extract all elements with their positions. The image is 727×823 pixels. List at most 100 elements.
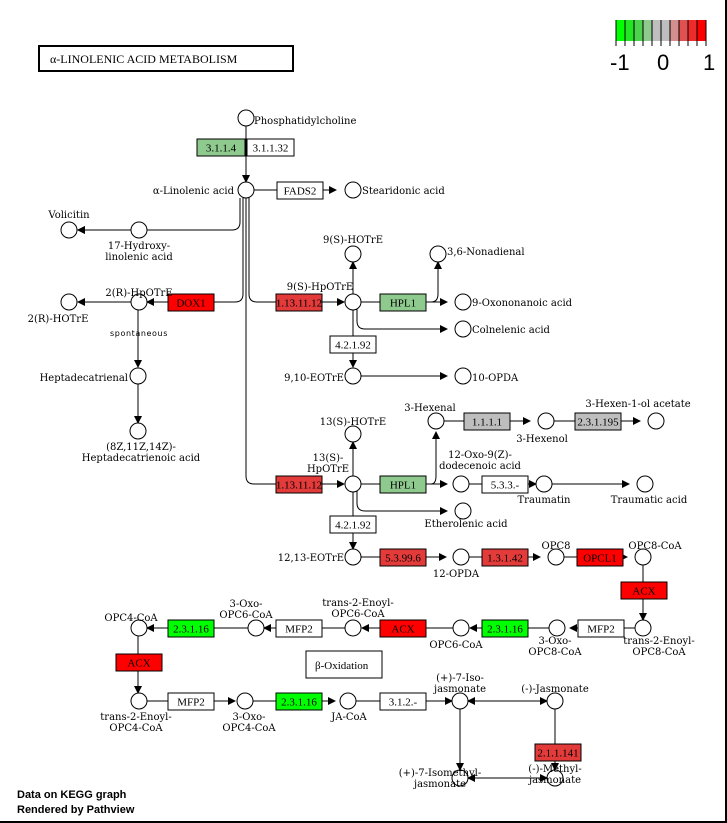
compound-10-opda[interactable]: 10-OPDA [454, 367, 519, 385]
gene-box-2-3-1-16-c[interactable]: 2.3.1.16 [167, 619, 215, 638]
compound-node-circle [130, 221, 148, 239]
gene-box-3-1-1-32[interactable]: 3.1.1.32 [246, 138, 295, 157]
compound-label: 17-Hydroxy- [108, 241, 170, 252]
gene-box-dox1[interactable]: DOX1 [167, 293, 215, 312]
gene-box-1-3-1-42[interactable]: 1.3.1.42 [481, 548, 529, 567]
compound-node-circle [60, 221, 78, 239]
compound-7-isomethyl-jasmonate[interactable]: (+)-7-Isomethyl-jasmonate [399, 768, 482, 790]
compound-trans-2-enoyl-opc6-coa[interactable]: trans-2-Enoyl-OPC6-CoA [322, 598, 394, 637]
compound-jasmonate[interactable]: (-)-Jasmonate [521, 684, 589, 710]
gene-box-fill [275, 619, 323, 638]
gene-box-fill [167, 692, 215, 711]
compound-2r-hpotre[interactable]: 2(R)-HpOTrE [105, 288, 173, 311]
compound-3-oxo-opc4-coa[interactable]: 3-Oxo-OPC4-CoA [222, 692, 276, 734]
compound-3-hexen-1-ol-acetate[interactable]: 3-Hexen-1-ol acetate [585, 399, 691, 430]
compound-opc6-coa[interactable]: OPC6-CoA [429, 619, 483, 651]
gene-label: MFP2 [587, 624, 615, 636]
compound-3-hexenol[interactable]: 3-Hexenol [516, 412, 568, 445]
compound-3-oxo-opc6-coa[interactable]: 3-Oxo-OPC6-CoA [219, 599, 273, 637]
compound-colnelenic-acid[interactable]: Colnelenic acid [454, 320, 551, 338]
compound-label: jasmonate [528, 775, 581, 786]
compound-trans-2-enoyl-opc4-coa[interactable]: trans-2-Enoyl-OPC4-CoA [100, 692, 172, 734]
compound-17-hydroxy-linolenic-acid[interactable]: 17-Hydroxy-linolenic acid [105, 221, 173, 263]
gene-box-acx-a[interactable]: ACX [620, 581, 668, 600]
gene-box-fill [463, 412, 511, 431]
gene-box-4-2-1-92-b[interactable]: 4.2.1.92 [329, 515, 377, 534]
gene-box-2-3-1-16-b[interactable]: 2.3.1.16 [275, 692, 323, 711]
gene-box-5-3-99-6[interactable]: 5.3.99.6 [379, 548, 427, 567]
compound-heptadecatrienal[interactable]: Heptadecatrienal [40, 367, 147, 385]
compound-9s-hotre[interactable]: 9(S)-HOTrE [323, 235, 383, 263]
legend-swatch [670, 20, 679, 41]
compound-heptadecatrienoic-acid[interactable]: (8Z,11Z,14Z)-Heptadecatrienoic acid [82, 422, 201, 464]
gene-box-fads2[interactable]: FADS2 [276, 181, 324, 200]
compound-phosphatidylcholine[interactable]: Phosphatidylcholine [237, 109, 356, 127]
compound-13s-hotre[interactable]: 13(S)-HOTrE [320, 417, 386, 443]
compound-9-oxononanoic-acid[interactable]: 9-Oxononanoic acid [454, 293, 573, 311]
compound-volicitin[interactable]: Volicitin [47, 210, 90, 239]
compound-12-opda[interactable]: 12-OPDA [433, 548, 480, 580]
compound-label: OPC6-CoA [429, 640, 483, 651]
gene-box-acx-b[interactable]: ACX [379, 619, 427, 638]
compound-stearidonic-acid[interactable]: Stearidonic acid [344, 181, 445, 199]
legend-swatch [634, 20, 643, 41]
legend-swatch [697, 20, 706, 41]
compound-label: (+)-7-Iso- [436, 673, 484, 684]
gene-box-fill [275, 293, 323, 312]
compound-3-hexenal[interactable]: 3-Hexenal [404, 403, 456, 430]
gene-box-hpl1-a[interactable]: HPL1 [379, 293, 427, 312]
gene-box-2-1-1-141[interactable]: 2.1.1.141 [534, 743, 582, 762]
compound-opc8[interactable]: OPC8 [542, 541, 571, 566]
compound-trans-2-enoyl-opc8-coa[interactable]: trans-2-Enoyl-OPC8-CoA [623, 619, 695, 658]
gene-box-1-13-11-12-a[interactable]: 1.13.11.12 [275, 293, 323, 312]
compound-12-oxo-dodecenoic-acid[interactable]: 12-Oxo-9(Z)-dodecenoic acid [439, 450, 522, 493]
compound-traumatic-acid[interactable]: Traumatic acid [611, 475, 688, 506]
gene-box-fill [246, 138, 295, 157]
compound-9-10-eotre[interactable]: 9,10-EOTrE [284, 367, 362, 385]
gene-box-opcl1[interactable]: OPCL1 [576, 548, 624, 567]
compound-node-circle [636, 475, 654, 493]
compound-13s-hpotre[interactable]: 13(S)-HpOTrE [307, 453, 362, 493]
compound-node-circle [344, 425, 362, 443]
legend-swatch [661, 20, 670, 41]
gene-label: FADS2 [284, 186, 317, 198]
gene-box-2-3-1-16-a[interactable]: 2.3.1.16 [481, 619, 529, 638]
gene-box-hpl1-b[interactable]: HPL1 [379, 475, 427, 494]
gene-label: 5.3.3.- [491, 480, 520, 492]
gene-label: 4.2.1.92 [335, 520, 371, 532]
beta-oxidation-box[interactable]: β-Oxidation [305, 650, 383, 679]
gene-box-1-1-1-1[interactable]: 1.1.1.1 [463, 412, 511, 431]
compound-ja-coa[interactable]: JA-CoA [330, 692, 368, 723]
gene-box-4-2-1-92-a[interactable]: 4.2.1.92 [329, 335, 377, 354]
gene-box-fill [534, 743, 582, 762]
compound-label: Volicitin [47, 210, 90, 221]
compound-methyl-jasmonate[interactable]: (-)-Methyl-jasmonate [528, 764, 582, 787]
gene-box-mfp2-c[interactable]: MFP2 [167, 692, 215, 711]
compound-3-oxo-opc8-coa[interactable]: 3-Oxo-OPC8-CoA [528, 619, 582, 658]
gene-box-2-3-1-195[interactable]: 2.3.1.195 [574, 412, 622, 431]
compound-opc8-coa[interactable]: OPC8-CoA [628, 541, 682, 566]
compound-9s-hpotre[interactable]: 9(S)-HpOTrE [287, 282, 362, 311]
compound-node-circle [130, 293, 148, 311]
gene-box-5-3-3[interactable]: 5.3.3.- [481, 475, 529, 494]
compound-12-13-eotre[interactable]: 12,13-EOTrE [278, 548, 362, 566]
gene-box-mfp2-b[interactable]: MFP2 [275, 619, 323, 638]
compound-node-circle [344, 475, 362, 493]
gene-box-mfp2-a[interactable]: MFP2 [577, 619, 625, 638]
gene-box-3-1-2[interactable]: 3.1.2.- [379, 692, 427, 711]
compound-2r-hotre[interactable]: 2(R)-HOTrE [28, 293, 89, 325]
legend-swatch [688, 20, 697, 41]
gene-box-fill [167, 619, 215, 638]
compound-7-iso-jasmonate[interactable]: (+)-7-Iso-jasmonate [433, 673, 486, 710]
compound-opc4-coa[interactable]: OPC4-CoA [104, 613, 158, 637]
compound-3-6-nonadienal[interactable]: 3,6-Nonadienal [429, 245, 525, 263]
gene-label: HPL1 [390, 298, 416, 310]
compound-alpha-linolenic-acid[interactable]: α-Linolenic acid [153, 181, 255, 199]
gene-box-3-1-1-4[interactable]: 3.1.1.4 [196, 138, 246, 157]
compound-label: trans-2-Enoyl- [623, 636, 694, 647]
gene-box-acx-c[interactable]: ACX [115, 653, 163, 672]
compound-traumatin[interactable]: Traumatin [518, 475, 572, 506]
compound-etherolenic-acid[interactable]: Etherolenic acid [424, 502, 508, 530]
gene-box-1-13-11-12-b[interactable]: 1.13.11.12 [275, 475, 323, 494]
